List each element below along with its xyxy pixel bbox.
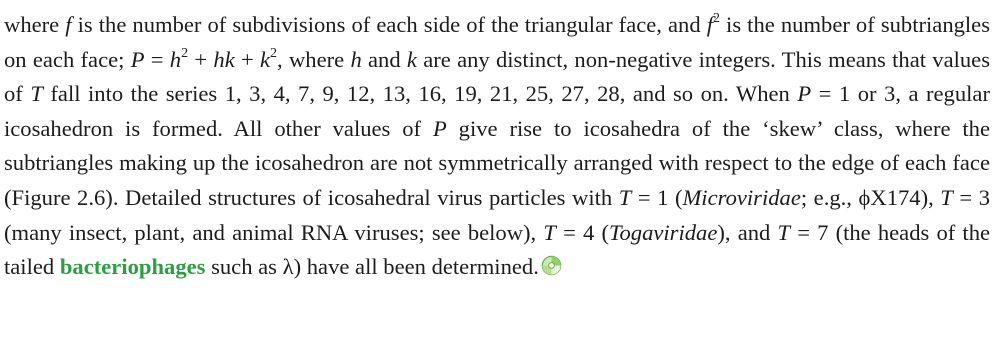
text-run: = 1 or 3, a regular icosahedron is forme… [4, 81, 990, 141]
text-run: ; e.g., ϕX174), [800, 184, 941, 210]
cd-rom-icon[interactable] [541, 255, 562, 276]
superscript: 2 [181, 45, 189, 61]
text-run: + [188, 46, 214, 72]
math-variable: h [350, 46, 362, 72]
text-run: , where [277, 46, 351, 72]
math-variable: f [65, 12, 72, 37]
math-variable: T [618, 184, 632, 210]
taxon-name: Togaviridae [608, 219, 718, 245]
text-run: are any distinct, non-negative integers.… [4, 46, 990, 107]
text-run: fall into the series 1, 3, 4, 7, 9, 12, … [42, 81, 798, 107]
math-variable: k [260, 46, 271, 72]
body-paragraph: where f is the number of subdivisions of… [4, 8, 990, 285]
glossary-term-link[interactable]: bacteriophages [59, 254, 206, 280]
math-variable: f [706, 12, 713, 37]
text-run: = 1 ( [631, 184, 683, 210]
superscript: 2 [270, 45, 278, 61]
text-run: and [361, 46, 407, 72]
math-variable: T [543, 219, 556, 245]
math-variable: h [169, 46, 182, 72]
text-run: where [4, 12, 66, 37]
math-variable: T [30, 81, 43, 107]
text-run: such as λ) have all been determined. [205, 254, 539, 280]
superscript: 2 [712, 11, 720, 27]
math-variable: P [130, 46, 145, 72]
math-variable: hk [213, 46, 235, 72]
text-run: = 7 (the heads of the tailed [4, 219, 991, 280]
text-run: = [144, 46, 170, 72]
text-run: give rise to icosahedra of the ‘skew’ cl… [4, 115, 990, 210]
text-run: is the number of subdivisions of each si… [71, 12, 707, 37]
text-run: = 4 ( [555, 219, 609, 245]
text-run: = 3 (many insect, plant, and animal RNA … [4, 184, 990, 245]
math-variable: T [777, 219, 791, 245]
text-run: ), and [717, 219, 778, 245]
math-variable: k [406, 46, 417, 72]
math-variable: P [797, 81, 812, 107]
taxon-name: Microviridae [682, 184, 801, 210]
math-variable: T [940, 184, 953, 210]
math-variable: P [432, 115, 447, 141]
text-run: + [234, 46, 261, 72]
text-run: is the number of subtriangles on each fa… [4, 12, 991, 72]
